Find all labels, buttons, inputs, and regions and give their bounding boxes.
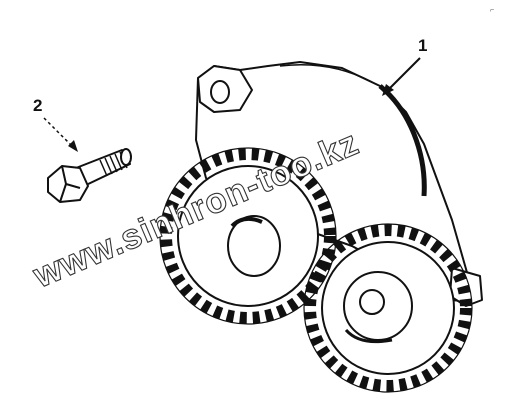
callout-1: 1	[382, 36, 427, 96]
callout-2: 2	[33, 96, 78, 152]
capscrew	[47, 148, 132, 203]
callout-2-label: 2	[33, 96, 42, 115]
callout-1-label: 1	[418, 36, 427, 55]
drive-gear	[159, 147, 337, 325]
corner-mark: ⌐	[490, 7, 494, 14]
driven-gear	[303, 223, 473, 393]
